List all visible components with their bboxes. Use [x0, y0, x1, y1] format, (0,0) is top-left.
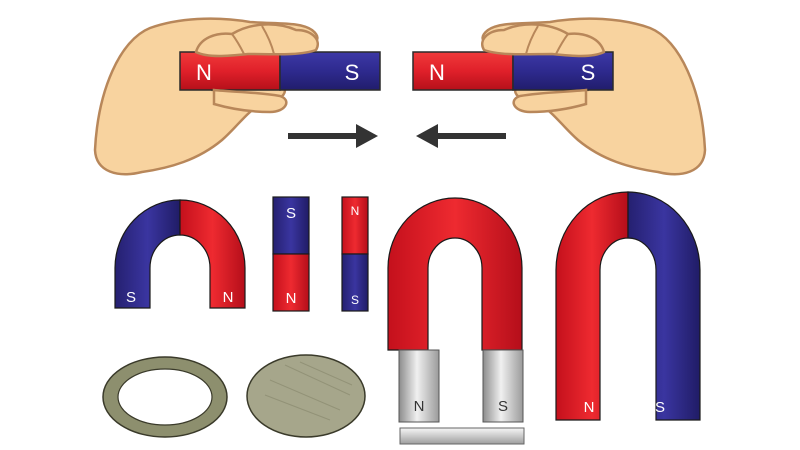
- pole-label-s: S: [655, 399, 665, 416]
- vertical-bar-magnet-2: N S: [341, 196, 369, 312]
- pole-label-s: S: [126, 289, 136, 306]
- bar-magnet-top-left: N S: [179, 51, 381, 91]
- right-hand-fingers: [481, 23, 606, 58]
- bar-magnet-top-right: N S: [412, 51, 614, 91]
- arrow-left-icon: [416, 124, 506, 148]
- pole-label-s: S: [498, 398, 508, 415]
- pole-label-n: N: [223, 289, 234, 306]
- pole-label-s: S: [581, 60, 596, 85]
- right-hand-thumb-bottom: [512, 88, 588, 114]
- disc-magnet: [246, 354, 366, 438]
- pole-label-n: N: [414, 398, 425, 415]
- right-hand-with-magnet: N S: [412, 17, 707, 176]
- pole-label-n: N: [584, 399, 595, 416]
- left-hand-fingers: [194, 23, 319, 58]
- vertical-bar-magnet-1: S N: [272, 196, 310, 312]
- small-horseshoe-magnet: S N: [114, 199, 246, 309]
- keeper-bar: [399, 427, 525, 445]
- arrow-right-icon: [288, 124, 378, 148]
- ring-magnet: [102, 356, 228, 438]
- pole-label-n: N: [429, 60, 445, 85]
- left-hand-with-magnet: N S: [93, 17, 381, 176]
- pole-label-n: N: [351, 204, 360, 218]
- horseshoe-magnet-metal-tips: N S: [387, 197, 525, 445]
- horseshoe-magnet-large: N S: [555, 191, 701, 421]
- pole-label-n: N: [286, 290, 297, 307]
- pole-label-s: S: [345, 60, 360, 85]
- pole-label-s: S: [351, 293, 359, 307]
- pole-label-s: S: [286, 205, 296, 222]
- pole-label-n: N: [196, 60, 212, 85]
- left-hand-thumb-bottom: [212, 88, 288, 114]
